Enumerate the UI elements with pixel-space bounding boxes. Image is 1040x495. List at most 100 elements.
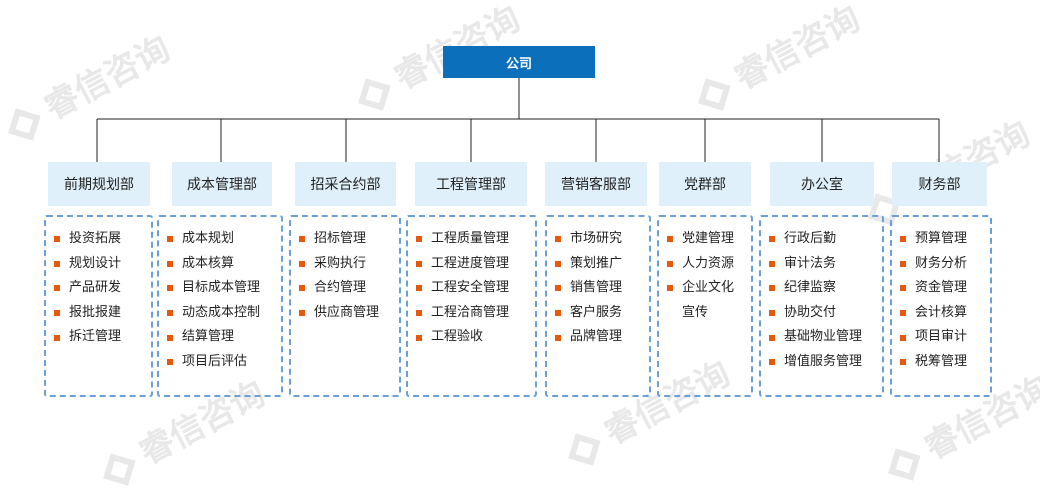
dept-item-label: 党建管理 [682, 231, 735, 246]
bullet-icon [167, 310, 173, 317]
dept-item-label: 审计法务 [784, 255, 837, 271]
bullet-icon [900, 359, 906, 366]
dept-item: 市场研究 [555, 227, 649, 252]
bullet-icon [416, 285, 422, 292]
dept-item: 合约管理 [299, 276, 399, 301]
dept-item-label: 纪律监察 [784, 280, 837, 296]
dept-item-label: 行政后勤 [784, 231, 837, 246]
dept-item: 报批报建 [54, 301, 151, 326]
dept-item: 客户服务 [555, 301, 649, 326]
bullet-icon [555, 285, 561, 292]
dept-header: 前期规划部 [48, 162, 150, 206]
dept-item-label: 品牌管理 [570, 329, 623, 345]
dept-item-label: 资金管理 [915, 280, 968, 296]
dept-item-label: 销售管理 [570, 280, 623, 296]
dept-item-list: 招标管理 采购执行 合约管理 供应商管理 [299, 227, 399, 325]
dept-item-label: 招标管理 [314, 231, 367, 246]
dept-header: 财务部 [892, 162, 987, 206]
dept-item: 工程质量管理 [416, 227, 535, 252]
bullet-icon [667, 260, 673, 267]
dept-item-list: 成本规划 成本核算 目标成本管理 动态成本控制 结算管理 项目后评估 [167, 227, 281, 375]
dept-item-label: 目标成本管理 [182, 280, 261, 296]
dept-item-label: 客户服务 [570, 304, 623, 320]
dept-item: 人力资源 [667, 252, 751, 277]
bullet-icon [769, 260, 775, 267]
dept-items-box: 预算管理 财务分析 资金管理 会计核算 项目审计 税筹管理 [890, 215, 992, 397]
bullet-icon [900, 334, 906, 341]
root-node: 公司 [443, 46, 595, 78]
bullet-icon [416, 236, 422, 243]
org-chart-connectors [96, 78, 940, 162]
dept-item: 资金管理 [900, 276, 990, 301]
dept-item: 销售管理 [555, 276, 649, 301]
dept-item: 财务分析 [900, 252, 990, 277]
dept-item: 工程洽商管理 [416, 301, 535, 326]
dept-item-list: 工程质量管理 工程进度管理 工程安全管理 工程洽商管理 工程验收 [416, 227, 535, 350]
dept-item: 项目审计 [900, 325, 990, 350]
dept-item-list: 党建管理 人力资源 企业文化 宣传 [667, 227, 751, 325]
dept-item-label: 产品研发 [69, 280, 122, 296]
dept-header: 办公室 [770, 162, 874, 206]
dept-header: 招采合约部 [295, 162, 396, 206]
dept-item-label: 项目后评估 [182, 353, 248, 369]
dept-item-label: 采购执行 [314, 255, 367, 271]
dept-item: 品牌管理 [555, 325, 649, 350]
bullet-icon [167, 334, 173, 341]
bullet-icon [769, 236, 775, 243]
dept-header: 党群部 [659, 162, 751, 206]
bullet-icon [769, 334, 775, 341]
dept-item: 工程进度管理 [416, 252, 535, 277]
dept-header: 成本管理部 [172, 162, 272, 206]
dept-item: 会计核算 [900, 301, 990, 326]
bullet-icon [54, 260, 60, 267]
dept-item: 结算管理 [167, 325, 281, 350]
bullet-icon [900, 285, 906, 292]
dept-item: 规划设计 [54, 252, 151, 277]
dept-item-list: 行政后勤 审计法务 纪律监察 协助交付 基础物业管理 增值服务管理 [769, 227, 882, 375]
bullet-icon [167, 236, 173, 243]
dept-item-label: 财务分析 [915, 255, 968, 271]
dept-item-label: 工程质量管理 [431, 231, 510, 246]
bullet-icon [667, 285, 673, 292]
bullet-icon [299, 236, 305, 243]
dept-item: 宣传 [667, 301, 751, 326]
dept-item: 审计法务 [769, 252, 882, 277]
dept-items-box: 工程质量管理 工程进度管理 工程安全管理 工程洽商管理 工程验收 [406, 215, 537, 397]
bullet-icon [416, 334, 422, 341]
dept-item-label: 动态成本控制 [182, 304, 261, 320]
dept-item-label: 投资拓展 [69, 231, 122, 246]
bullet-icon [769, 310, 775, 317]
dept-item: 企业文化 [667, 276, 751, 301]
dept-item-label: 工程验收 [431, 329, 484, 345]
dept-item: 党建管理 [667, 227, 751, 252]
dept-item: 成本规划 [167, 227, 281, 252]
dept-item-label: 协助交付 [784, 304, 837, 320]
bullet-icon [416, 260, 422, 267]
bullet-icon [54, 236, 60, 243]
dept-item: 拆迁管理 [54, 325, 151, 350]
dept-item-label: 项目审计 [915, 329, 968, 345]
dept-item: 协助交付 [769, 301, 882, 326]
dept-item-label: 税筹管理 [915, 353, 968, 369]
dept-item-label: 市场研究 [570, 231, 623, 246]
dept-item: 项目后评估 [167, 350, 281, 375]
dept-items-box: 成本规划 成本核算 目标成本管理 动态成本控制 结算管理 项目后评估 [157, 215, 283, 397]
bullet-icon [167, 359, 173, 366]
dept-item-label: 成本核算 [182, 255, 235, 271]
dept-item: 策划推广 [555, 252, 649, 277]
dept-items-box: 党建管理 人力资源 企业文化 宣传 [657, 215, 753, 397]
bullet-icon [167, 260, 173, 267]
dept-item: 工程验收 [416, 325, 535, 350]
bullet-icon [900, 236, 906, 243]
dept-item-label: 基础物业管理 [784, 329, 863, 345]
dept-item-label: 报批报建 [69, 304, 122, 320]
dept-item: 采购执行 [299, 252, 399, 277]
dept-item-label: 工程洽商管理 [431, 304, 510, 320]
dept-items-box: 投资拓展 规划设计 产品研发 报批报建 拆迁管理 [44, 215, 153, 397]
dept-item-list: 市场研究 策划推广 销售管理 客户服务 品牌管理 [555, 227, 649, 350]
dept-header: 营销客服部 [545, 162, 647, 206]
dept-items-box: 招标管理 采购执行 合约管理 供应商管理 [289, 215, 401, 397]
bullet-icon [555, 310, 561, 317]
dept-item: 增值服务管理 [769, 350, 882, 375]
dept-item: 基础物业管理 [769, 325, 882, 350]
